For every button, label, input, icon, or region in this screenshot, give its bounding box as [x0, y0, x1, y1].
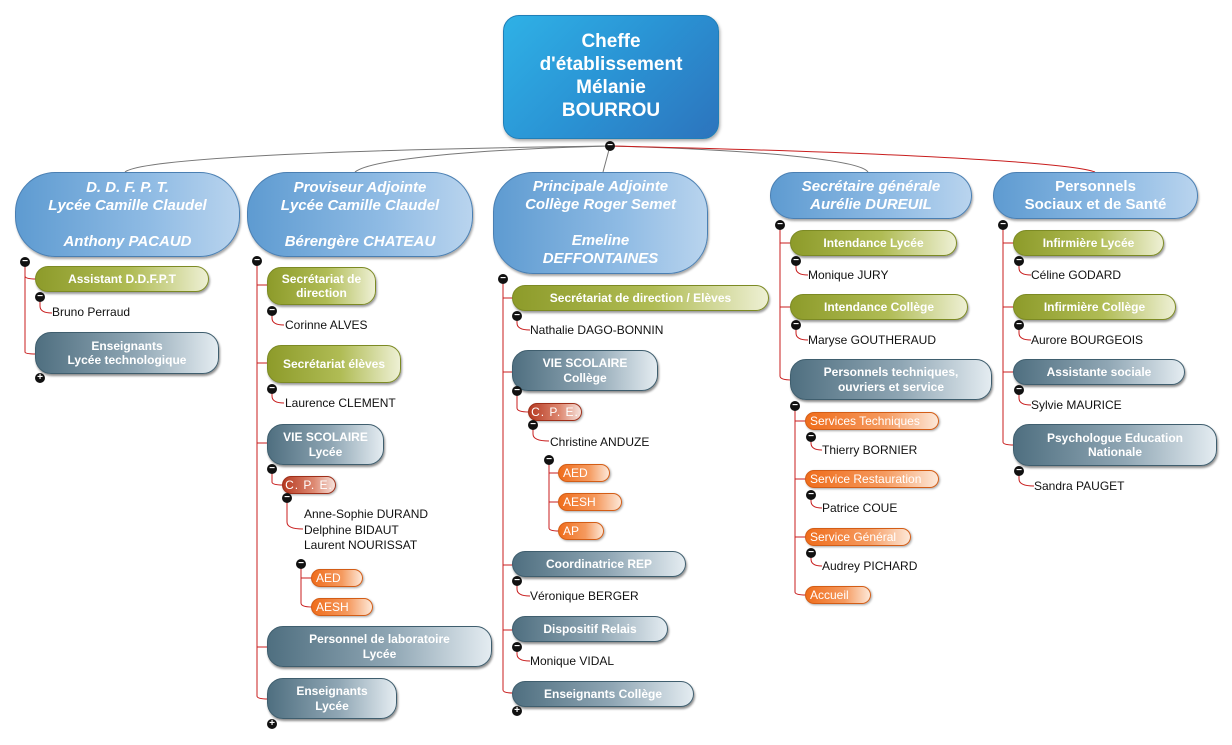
assistant-ddfpt-node[interactable]: Assistant D.D.F.P.T: [35, 266, 209, 292]
collapse-toggle-icon[interactable]: −: [775, 220, 785, 230]
collapse-toggle-icon[interactable]: −: [1014, 256, 1024, 266]
person-label: Sylvie MAURICE: [1031, 398, 1122, 412]
collapse-toggle-icon[interactable]: −: [605, 141, 615, 151]
accueil-node[interactable]: Accueil: [805, 586, 871, 604]
personnels-techniques-node[interactable]: Personnels techniques, ouvriers et servi…: [790, 359, 992, 400]
enseignants-lycee-node[interactable]: Enseignants Lycée: [267, 678, 397, 719]
assistante-sociale-node[interactable]: Assistante sociale: [1013, 359, 1185, 385]
ap-college-node[interactable]: AP: [558, 522, 604, 540]
cpe-lycee-node[interactable]: C. P. E.: [282, 476, 336, 494]
collapse-toggle-icon[interactable]: −: [512, 386, 522, 396]
cpe-college-node[interactable]: C. P. E.: [528, 403, 582, 421]
psychologue-node[interactable]: Psychologue Education Nationale: [1013, 424, 1217, 466]
collapse-toggle-icon[interactable]: −: [998, 220, 1008, 230]
secretariat-eleves-node[interactable]: Secrétariat élèves: [267, 345, 401, 383]
collapse-toggle-icon[interactable]: −: [806, 548, 816, 558]
collapse-toggle-icon[interactable]: −: [512, 576, 522, 586]
coordinatrice-rep-node[interactable]: Coordinatrice REP: [512, 551, 686, 577]
person-label: Audrey PICHARD: [822, 559, 918, 573]
aesh-lycee-node[interactable]: AESH: [311, 598, 373, 616]
person-label: Thierry BORNIER: [822, 443, 918, 457]
expand-toggle-icon[interactable]: +: [267, 719, 277, 729]
collapse-toggle-icon[interactable]: −: [1014, 320, 1024, 330]
person-label: Aurore BOURGEOIS: [1031, 333, 1144, 347]
secretariat-direction-node[interactable]: Secrétariat de direction: [267, 267, 376, 305]
person-label: Véronique BERGER: [530, 589, 639, 603]
expand-toggle-icon[interactable]: +: [512, 706, 522, 716]
person-label: Corinne ALVES: [285, 318, 368, 332]
top-node[interactable]: Cheffe d'établissement Mélanie BOURROU: [503, 15, 719, 139]
collapse-toggle-icon[interactable]: −: [544, 455, 554, 465]
person-label: Laurence CLEMENT: [285, 396, 396, 410]
enseignants-college-node[interactable]: Enseignants Collège: [512, 681, 694, 707]
services-techniques-node[interactable]: Services Techniques: [805, 412, 939, 430]
collapse-toggle-icon[interactable]: −: [498, 274, 508, 284]
service-restauration-node[interactable]: Service Restauration: [805, 470, 939, 488]
person-label: Patrice COUE: [822, 501, 898, 515]
collapse-toggle-icon[interactable]: −: [20, 257, 30, 267]
dispositif-relais-node[interactable]: Dispositif Relais: [512, 616, 668, 642]
person-label: Monique JURY: [808, 268, 889, 282]
aed-lycee-node[interactable]: AED: [311, 569, 363, 587]
collapse-toggle-icon[interactable]: −: [252, 256, 262, 266]
person-label: Bruno Perraud: [52, 305, 131, 319]
service-general-node[interactable]: Service Général: [805, 528, 911, 546]
enseignants-lycee-techno-node[interactable]: Enseignants Lycée technologique: [35, 332, 219, 374]
collapse-toggle-icon[interactable]: −: [790, 401, 800, 411]
collapse-toggle-icon[interactable]: −: [791, 320, 801, 330]
intendance-college-node[interactable]: Intendance Collège: [790, 294, 968, 320]
aed-college-node[interactable]: AED: [558, 464, 610, 482]
head-personnels-sociaux-sante[interactable]: Personnels Sociaux et de Santé: [993, 172, 1198, 219]
vie-scolaire-lycee-node[interactable]: VIE SCOLAIRE Lycée: [267, 424, 384, 465]
head-ddfpt[interactable]: D. D. F. P. T. Lycée Camille Claudel Ant…: [15, 172, 240, 257]
head-proviseur-adjointe[interactable]: Proviseur Adjointe Lycée Camille Claudel…: [247, 172, 473, 257]
person-label: Monique VIDAL: [530, 654, 615, 668]
infirmiere-lycee-node[interactable]: Infirmière Lycée: [1013, 230, 1164, 256]
infirmiere-college-node[interactable]: Infirmière Collège: [1013, 294, 1176, 320]
collapse-toggle-icon[interactable]: −: [791, 256, 801, 266]
collapse-toggle-icon[interactable]: −: [806, 490, 816, 500]
aesh-college-node[interactable]: AESH: [558, 493, 622, 511]
collapse-toggle-icon[interactable]: −: [267, 464, 277, 474]
vie-scolaire-college-node[interactable]: VIE SCOLAIRE Collège: [512, 350, 658, 391]
personnel-laboratoire-node[interactable]: Personnel de laboratoire Lycée: [267, 626, 492, 667]
collapse-toggle-icon[interactable]: −: [806, 432, 816, 442]
intendance-lycee-node[interactable]: Intendance Lycée: [790, 230, 957, 256]
person-label: Christine ANDUZE: [550, 435, 650, 449]
secretariat-direction-eleves-node[interactable]: Secrétariat de direction / Elèves: [512, 285, 769, 311]
collapse-toggle-icon[interactable]: −: [512, 311, 522, 321]
head-secretaire-generale[interactable]: Secrétaire générale Aurélie DUREUIL: [770, 172, 972, 219]
person-label: Nathalie DAGO-BONNIN: [530, 323, 664, 337]
person-label: Céline GODARD: [1031, 268, 1122, 282]
collapse-toggle-icon[interactable]: −: [528, 420, 538, 430]
collapse-toggle-icon[interactable]: −: [296, 559, 306, 569]
expand-toggle-icon[interactable]: +: [35, 373, 45, 383]
cpe-people-label: Anne-Sophie DURAND Delphine BIDAUT Laure…: [304, 507, 429, 553]
collapse-toggle-icon[interactable]: −: [1014, 466, 1024, 476]
collapse-toggle-icon[interactable]: −: [267, 306, 277, 316]
collapse-toggle-icon[interactable]: −: [1014, 385, 1024, 395]
person-label: Maryse GOUTHERAUD: [808, 333, 937, 347]
collapse-toggle-icon[interactable]: −: [267, 384, 277, 394]
head-principale-adjointe[interactable]: Principale Adjointe Collège Roger Semet …: [493, 172, 708, 274]
collapse-toggle-icon[interactable]: −: [35, 292, 45, 302]
person-label: Sandra PAUGET: [1034, 479, 1125, 493]
collapse-toggle-icon[interactable]: −: [282, 493, 292, 503]
collapse-toggle-icon[interactable]: −: [512, 642, 522, 652]
